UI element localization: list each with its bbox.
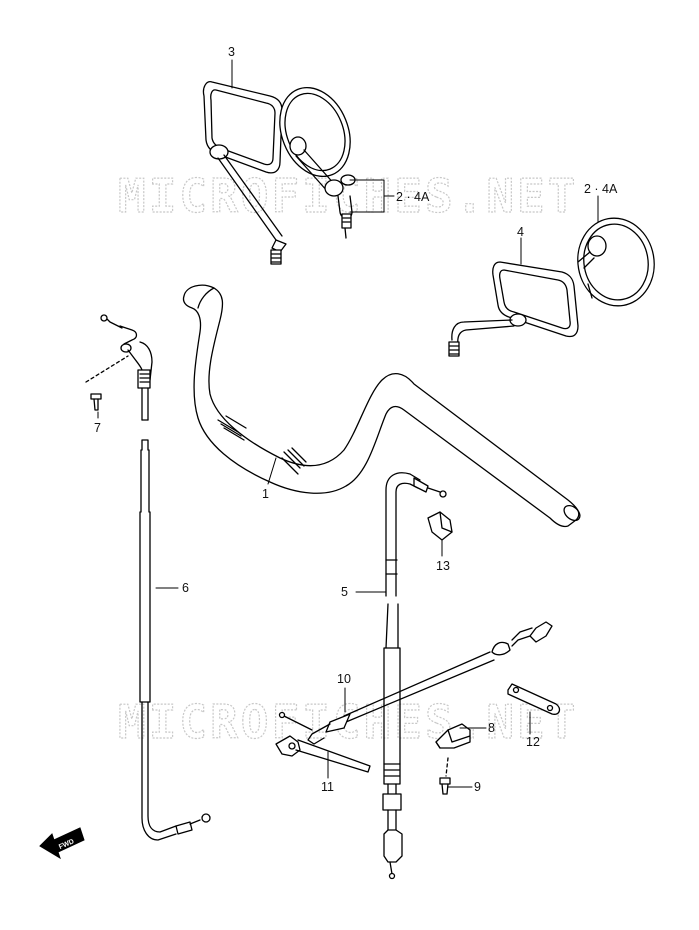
label-10: 10 [337,672,351,686]
label-8: 8 [488,721,495,735]
label-12: 12 [526,735,540,749]
handlebar-icon [183,285,582,526]
round-mirror-left-icon [267,77,363,238]
watermark-bottom: MICROFICHES.NET [118,695,578,749]
rectangular-mirror-left-icon [203,82,286,264]
cable-cap-icon [428,512,452,540]
label-5: 5 [341,585,348,599]
leader-lines [97,59,599,788]
bracket-icon [508,684,559,714]
cable-tie-icon [276,736,370,772]
callout-labels: 1 2 · 4A 2 · 4A 3 4 5 6 7 8 9 10 11 12 1… [94,45,618,794]
label-13: 13 [436,559,450,573]
rectangular-mirror-right-icon [449,262,578,356]
label-9: 9 [474,780,481,794]
label-7: 7 [94,421,101,435]
clamp-icon [436,724,470,748]
label-6: 6 [182,581,189,595]
label-11: 11 [321,780,334,794]
throttle-cable-icon [101,315,210,840]
forward-direction-arrow: FWD [39,827,85,860]
label-1: 1 [262,487,269,501]
cable-icon [383,473,446,879]
label-3: 3 [228,45,235,59]
screw-icon [86,356,128,410]
label-2-4a-left: 2 · 4A [396,190,430,204]
label-4: 4 [517,225,524,239]
round-mirror-right-icon [571,212,661,312]
label-2-4a-right: 2 · 4A [584,182,618,196]
clutch-cable-icon [280,622,553,744]
screw-icon [440,758,450,794]
